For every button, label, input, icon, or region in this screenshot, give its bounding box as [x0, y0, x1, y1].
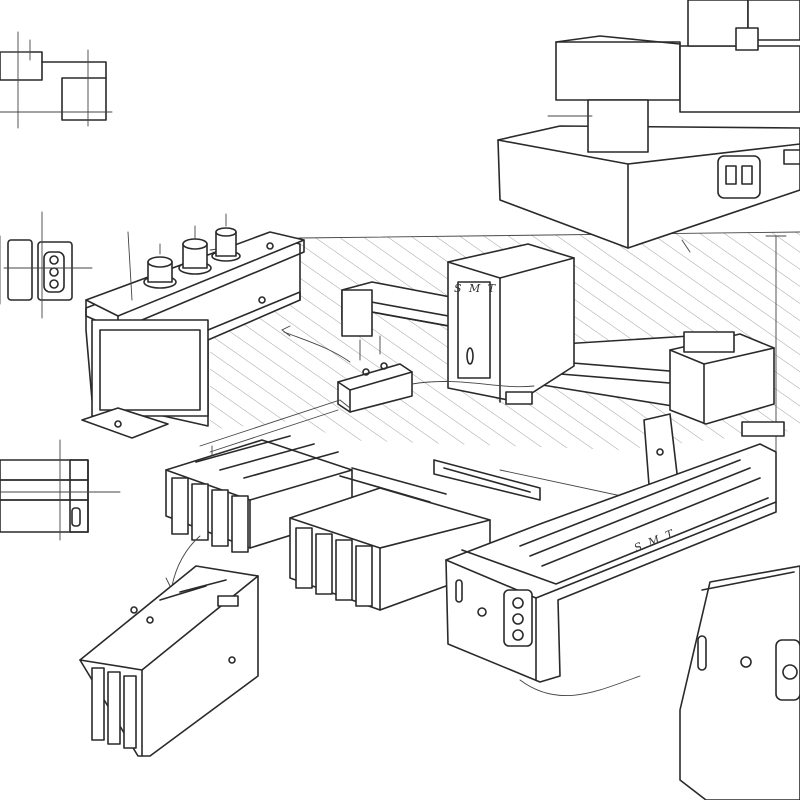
connection-arrow-1 — [281, 325, 351, 363]
feeder-stack-center — [289, 459, 541, 611]
sketch-left-side-view — [0, 439, 121, 541]
overhead-placement-module — [497, 0, 800, 501]
nozzle-pod — [337, 335, 535, 413]
feeder-box-module — [81, 213, 305, 439]
gantry-assembly: S M T — [341, 243, 785, 499]
machine-base: S M T — [445, 443, 777, 696]
exploded-feeder-detail — [79, 565, 259, 757]
side-panel-detail — [679, 565, 800, 800]
gantry-head-label: S M T — [454, 282, 497, 295]
sketch-left-front-view — [0, 211, 93, 319]
sketch-top-left-view — [0, 31, 113, 129]
